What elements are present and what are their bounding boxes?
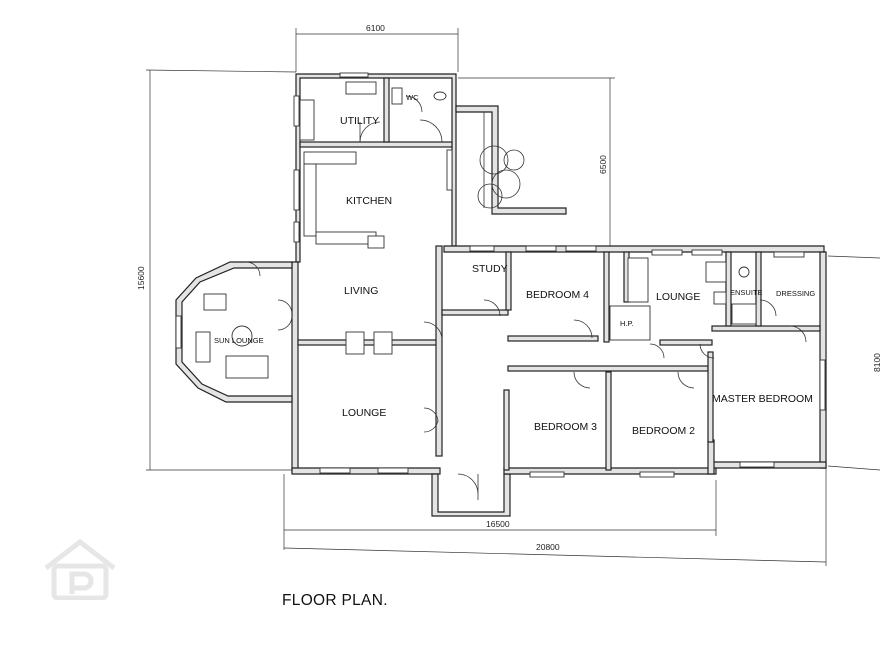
dimension-labels: 6100 15600 6500 16500 20800 8100 bbox=[136, 23, 880, 552]
label-utility: UTILITY bbox=[340, 115, 379, 127]
label-bedroom-3: BEDROOM 3 bbox=[534, 421, 597, 433]
windows bbox=[175, 72, 826, 478]
label-kitchen: KITCHEN bbox=[346, 195, 392, 207]
label-sun-lounge: SUN LOUNGE bbox=[214, 336, 264, 345]
label-ensuite: ENSUITE bbox=[730, 288, 763, 297]
interior-walls bbox=[297, 77, 821, 471]
label-living: LIVING bbox=[344, 285, 378, 297]
label-bedroom-2: BEDROOM 2 bbox=[632, 425, 695, 437]
dim-top-width: 6100 bbox=[366, 23, 385, 33]
dim-overall-width: 20800 bbox=[536, 542, 560, 552]
label-lounge-east: LOUNGE bbox=[656, 291, 700, 303]
patio bbox=[455, 105, 567, 215]
room-labels: UTILITY WC KITCHEN LIVING SUN LOUNGE LOU… bbox=[214, 93, 815, 437]
label-wc: WC bbox=[406, 93, 419, 102]
label-bedroom-4: BEDROOM 4 bbox=[526, 289, 589, 301]
label-hp: H.P. bbox=[620, 319, 634, 328]
doors bbox=[245, 95, 807, 500]
dimension-lines bbox=[145, 28, 880, 566]
label-lounge-main: LOUNGE bbox=[342, 407, 386, 419]
fixtures bbox=[195, 81, 757, 379]
label-study: STUDY bbox=[472, 263, 508, 275]
label-dressing: DRESSING bbox=[776, 289, 815, 298]
label-master-bedroom: MASTER BEDROOM bbox=[712, 393, 813, 405]
dim-right-cut: 8100 bbox=[872, 353, 880, 372]
property-logo-icon bbox=[44, 538, 116, 600]
dim-left-depth: 15600 bbox=[136, 266, 146, 290]
page-title: FLOOR PLAN. bbox=[282, 592, 388, 609]
dim-front-width: 16500 bbox=[486, 519, 510, 529]
dim-patio-depth: 6500 bbox=[598, 155, 608, 174]
